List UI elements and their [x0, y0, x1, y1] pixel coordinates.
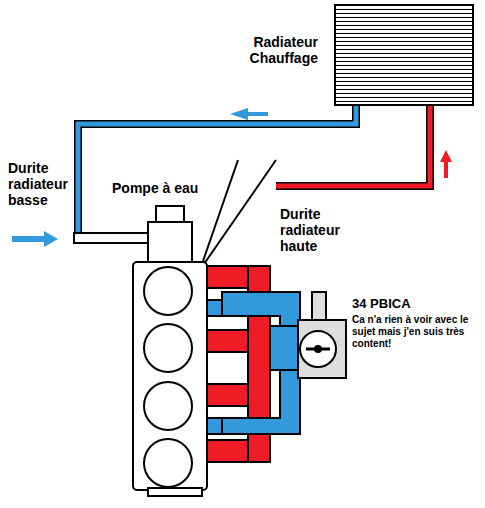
radiator-label: Radiateur Chauffage — [232, 34, 318, 66]
part-label: Pompe à eau — [112, 180, 222, 196]
part-label: Ca n'a rien à voir avec le sujet mais j'… — [352, 314, 478, 350]
part-label: 34 PBICA — [352, 296, 472, 311]
part-label: Durite radiateur haute — [280, 206, 360, 254]
radiator-core — [334, 4, 474, 106]
heater-radiator: Radiateur Chauffage — [232, 4, 474, 108]
part-label: Durite radiateur basse — [8, 160, 88, 208]
